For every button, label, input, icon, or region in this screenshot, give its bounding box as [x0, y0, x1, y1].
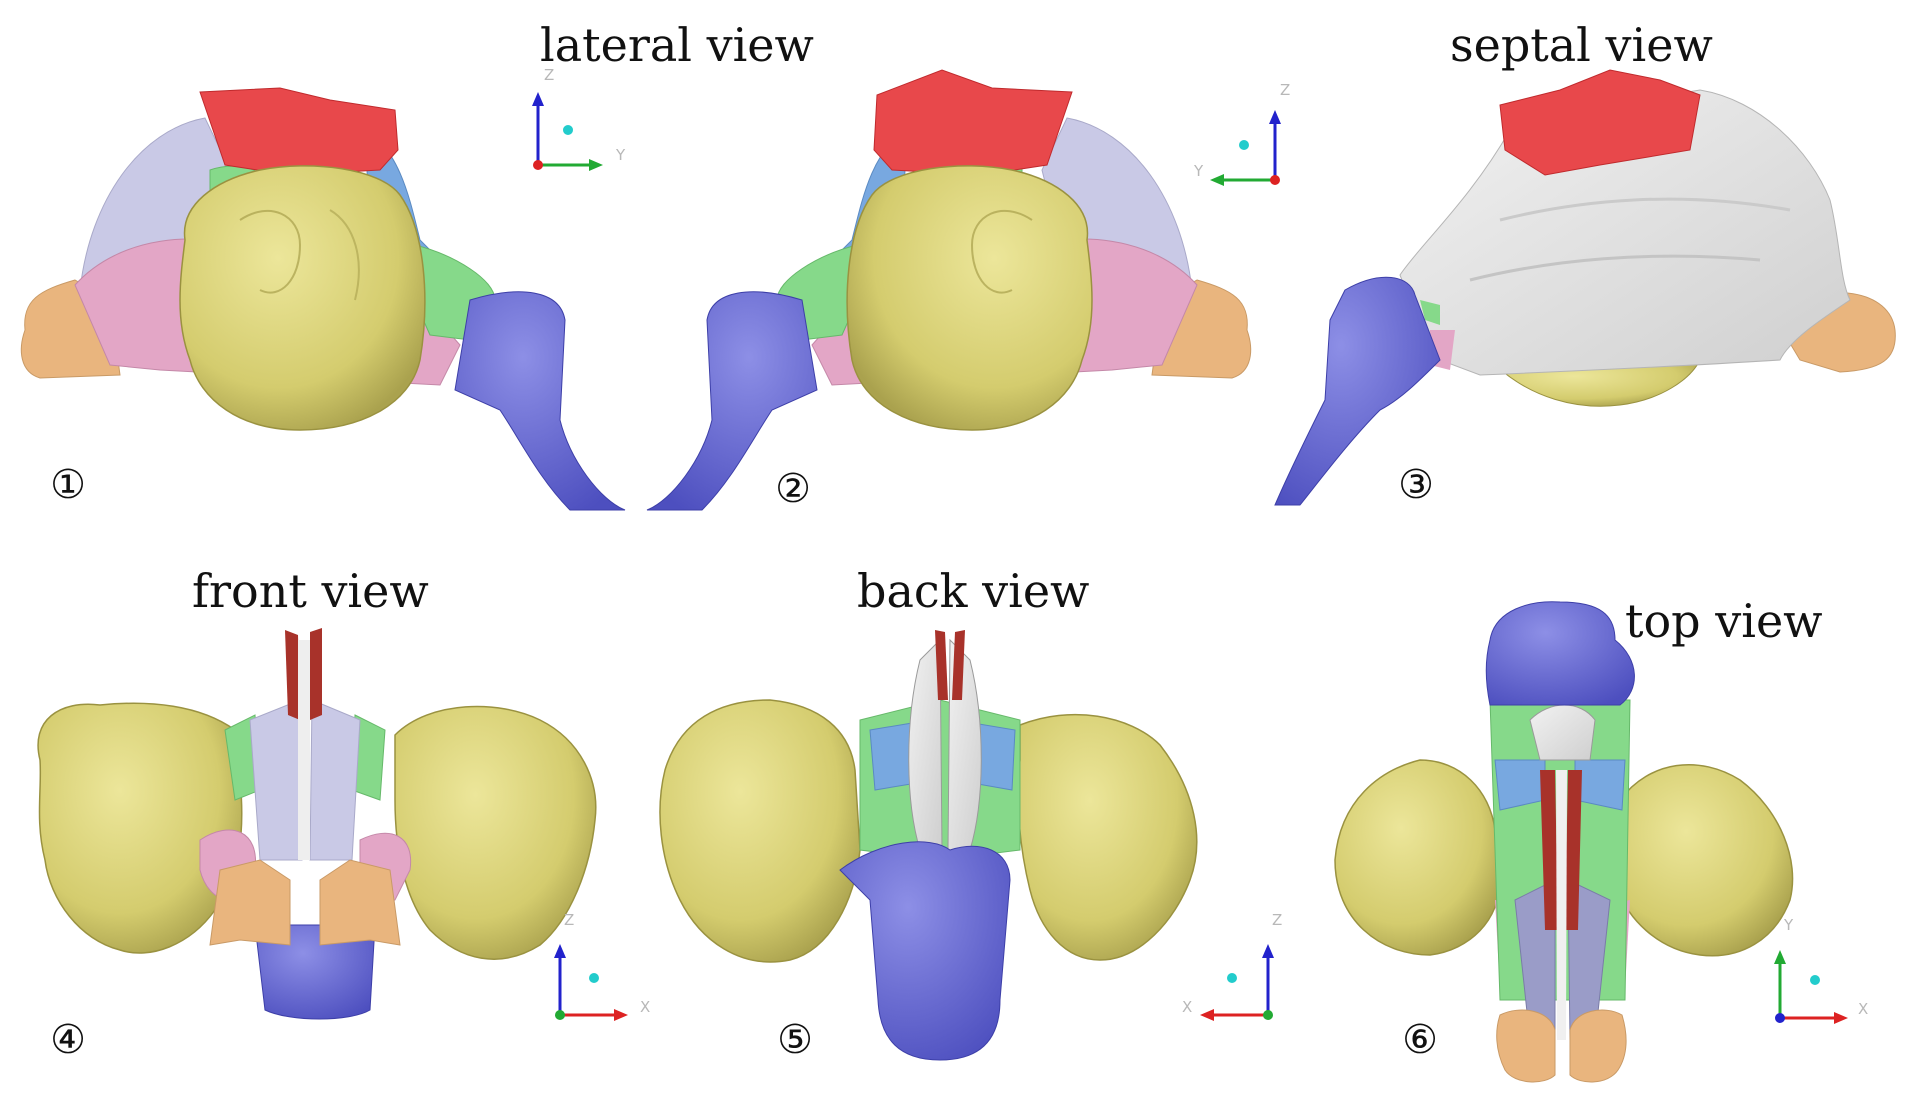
axis-label-vertical: Z: [1280, 81, 1290, 99]
panel-2-lateral-model-mirrored: [646, 69, 1252, 511]
indigo-tube: [839, 841, 1011, 1061]
yellow-sinus: [179, 165, 426, 431]
indigo-tube: [254, 924, 376, 1020]
darkred-region-2: [310, 628, 322, 720]
lavender-region: [249, 699, 303, 861]
axis-label-vertical: Y: [1783, 916, 1794, 934]
axis-label-horizontal: Y: [1193, 162, 1204, 180]
title-lateral-view: lateral view: [540, 18, 814, 72]
title-front-view: front view: [192, 564, 429, 618]
orange-nostril-left: [209, 859, 291, 946]
axis-triad-4: Z X: [554, 911, 650, 1021]
orange-nostril-right: [1569, 1009, 1627, 1083]
red-region: [1499, 69, 1701, 176]
white-septum: [1529, 704, 1596, 761]
yellow-sinus-right: [394, 705, 597, 960]
white-septum: [298, 640, 310, 860]
darkred-region: [935, 630, 948, 700]
darkred-region-2: [952, 630, 965, 700]
darkred-region: [1540, 770, 1558, 930]
lavender-region-2: [309, 699, 361, 861]
title-back-view: back view: [857, 564, 1090, 618]
indigo-tube: [1485, 601, 1635, 706]
panel-number-1: ①: [50, 462, 86, 508]
panel-number-5: ⑤: [777, 1017, 813, 1063]
panel-number-2: ②: [775, 466, 811, 512]
white-septum-right: [947, 638, 982, 851]
yellow-sinus-left: [659, 699, 861, 963]
panel-5-back-model: [659, 630, 1198, 1061]
panel-number-3: ③: [1398, 462, 1434, 508]
panel-1-lateral-model: [20, 87, 626, 511]
orange-nostril-right: [319, 859, 401, 946]
axis-label-horizontal: X: [640, 998, 650, 1016]
axis-label-vertical: Z: [564, 911, 574, 929]
axis-triad-6: Y X: [1774, 916, 1868, 1024]
panel-4-front-model: [37, 628, 597, 1020]
panel-number-6: ⑥: [1402, 1017, 1438, 1063]
indigo-tube: [1274, 276, 1441, 506]
axis-label-horizontal: X: [1858, 1000, 1868, 1018]
orange-nostril-left: [1496, 1009, 1556, 1083]
red-region: [199, 87, 399, 176]
title-top-view: top view: [1625, 594, 1823, 648]
indigo-tube: [454, 291, 626, 511]
axis-label-vertical: Z: [1272, 911, 1282, 929]
panel-number-4: ④: [50, 1017, 86, 1063]
yellow-sinus-left: [1334, 759, 1501, 956]
axis-label-vertical: Z: [544, 66, 554, 84]
axis-triad-1: Z Y: [532, 66, 626, 171]
darkred-region-2: [1565, 770, 1582, 930]
darkred-region: [285, 630, 300, 720]
yellow-sinus-right: [1614, 764, 1794, 957]
title-septal-view: septal view: [1450, 18, 1713, 72]
yellow-sinus-left: [37, 702, 243, 954]
panel-6-top-model: [1334, 601, 1794, 1083]
axis-label-horizontal: Y: [615, 146, 626, 164]
green-region: [1420, 300, 1440, 325]
panel-3-septal-model: [1274, 69, 1896, 506]
axis-triad-2: Z Y: [1193, 81, 1290, 186]
axis-triad-5: Z X: [1182, 911, 1282, 1021]
axis-label-horizontal: X: [1182, 998, 1192, 1016]
yellow-sinus-right: [1017, 713, 1198, 961]
